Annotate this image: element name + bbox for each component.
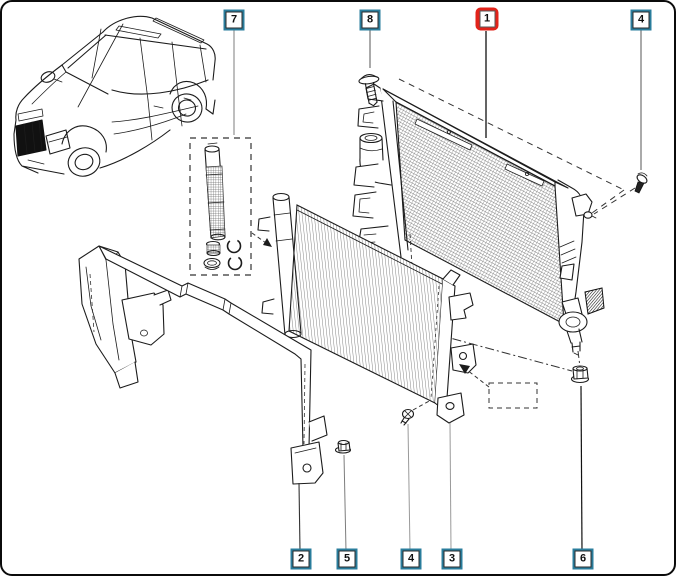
callout-8[interactable]: 8 xyxy=(359,9,381,31)
callout-1-label: 1 xyxy=(483,12,491,25)
callout-1[interactable]: 1 xyxy=(475,7,499,31)
screw-4-top-drawing[interactable] xyxy=(634,172,648,194)
nut-5-drawing[interactable] xyxy=(334,439,352,454)
callout-6[interactable]: 6 xyxy=(572,548,594,570)
hidden-edge-dash xyxy=(409,233,413,267)
callout-4-bottom[interactable]: 4 xyxy=(400,548,422,570)
callout-leader-lines xyxy=(233,30,642,552)
condenser-drawing[interactable] xyxy=(257,192,477,424)
screw-4-bottom-drawing[interactable] xyxy=(400,408,415,426)
callout-2-label: 2 xyxy=(297,552,305,565)
callout-5[interactable]: 5 xyxy=(336,548,358,570)
callout-3-label: 3 xyxy=(448,552,456,565)
callout-2[interactable]: 2 xyxy=(290,548,312,570)
callout-1-inner: 1 xyxy=(479,10,495,28)
callout-7[interactable]: 7 xyxy=(223,9,245,31)
callout-3[interactable]: 3 xyxy=(441,548,463,570)
callout-5-label: 5 xyxy=(343,552,351,565)
screw-8-drawing[interactable] xyxy=(358,73,382,107)
callout-6-label: 6 xyxy=(579,552,587,565)
callout-7-label: 7 xyxy=(230,13,238,26)
receiver-drier-kit-drawing[interactable] xyxy=(189,137,252,276)
vehicle-illustration xyxy=(13,15,216,177)
callout-4-top-label: 4 xyxy=(637,13,645,26)
nut-6-drawing[interactable] xyxy=(570,365,590,384)
callout-8-label: 8 xyxy=(366,13,374,26)
callout-4-bottom-label: 4 xyxy=(407,552,415,565)
assembly-guides xyxy=(251,78,636,411)
air-deflector-drawing[interactable] xyxy=(78,245,328,485)
callout-4-top[interactable]: 4 xyxy=(630,9,652,31)
